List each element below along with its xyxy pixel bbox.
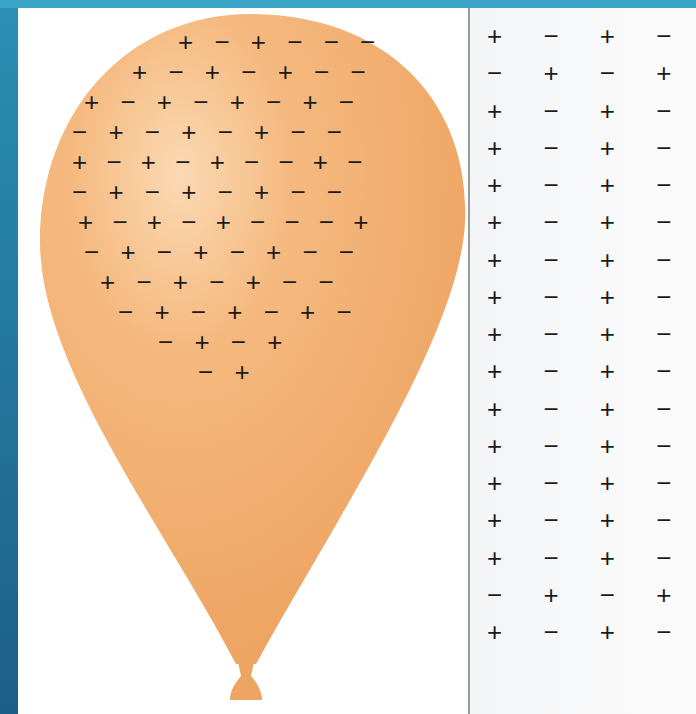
wall-charges: + − + − <box>487 506 671 534</box>
balloon-charges: + − + − + − − + − <box>72 148 362 176</box>
wall-charges: + − + − <box>487 22 671 50</box>
wall-charges: + − + − <box>487 432 671 460</box>
wall-charges: + − + − <box>487 208 671 236</box>
wall-charges: + − + − <box>487 395 671 423</box>
balloon-charges: − + − + − + − <box>118 298 352 326</box>
wall-charges: + − + − <box>487 171 671 199</box>
wall-edge <box>468 8 470 714</box>
wall-charges: − + − + <box>487 59 671 87</box>
balloon-charges: + − + − + − + − <box>84 88 354 116</box>
balloon-charges: + − + − + − − <box>100 268 334 296</box>
wall-charges: + − + − <box>487 618 671 646</box>
balloon-charges: − + <box>198 358 250 386</box>
wall-charges: + − + − <box>487 283 671 311</box>
wall-charges: + − + − <box>487 357 671 385</box>
balloon-charges: − + − + − + − − <box>84 238 354 266</box>
wall-charges: + − + − <box>487 97 671 125</box>
balloon-knot <box>230 662 262 700</box>
edge-band <box>0 0 18 714</box>
wall-charges: + − + − <box>487 134 671 162</box>
wall <box>470 8 696 714</box>
top-band <box>0 0 696 8</box>
wall-charges: + − + − <box>487 246 671 274</box>
balloon-charges: − + − + − + − − <box>72 178 342 206</box>
wall-charges: − + − + <box>487 581 671 609</box>
wall-charges: + − + − <box>487 469 671 497</box>
balloon-charges: + − + − + − − <box>132 58 366 86</box>
balloon <box>40 14 465 664</box>
balloon-charges: + − + − + − − − + <box>78 208 368 236</box>
wall-charges: + − + − <box>487 320 671 348</box>
balloon-charges: − + − + − + − − <box>72 118 342 146</box>
balloon-charges: − + − + <box>158 328 282 356</box>
wall-charges: + − + − <box>487 544 671 572</box>
balloon-charges: + − + − − − <box>178 28 375 56</box>
